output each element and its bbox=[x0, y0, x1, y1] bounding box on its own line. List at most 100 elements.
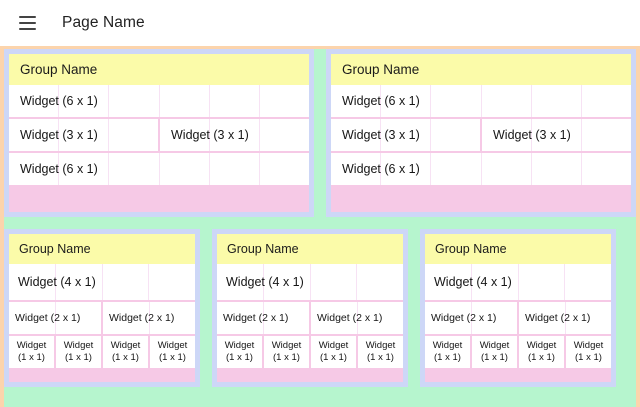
widget-3x1[interactable]: Widget (3 x 1) bbox=[482, 119, 631, 151]
grid-cell bbox=[532, 153, 582, 185]
widget-1x1[interactable]: Widget (1 x 1) bbox=[264, 336, 309, 368]
grid-cell bbox=[519, 264, 566, 300]
grid-cell bbox=[109, 153, 160, 185]
grid-cell bbox=[482, 85, 532, 117]
widget-label: Widget (1 x 1) bbox=[573, 340, 604, 363]
grid-cell bbox=[582, 119, 631, 151]
grid-cell bbox=[357, 264, 403, 300]
widget-label: Widget (4 x 1) bbox=[434, 274, 512, 289]
widget-label: Widget (2 x 1) bbox=[525, 311, 591, 324]
grid-cell bbox=[311, 264, 358, 300]
widget-2x1[interactable]: Widget (2 x 1) bbox=[9, 302, 101, 334]
group-header[interactable]: Group Name bbox=[9, 54, 309, 85]
widget-6x1[interactable]: Widget (6 x 1) bbox=[331, 153, 631, 185]
grid-cell bbox=[160, 85, 210, 117]
app-bar: Page Name bbox=[0, 0, 640, 46]
widget-row: Widget (3 x 1) Widget (3 x 1) bbox=[9, 119, 309, 151]
widget-6x1[interactable]: Widget (6 x 1) bbox=[331, 85, 631, 117]
grid-cell bbox=[210, 153, 260, 185]
widget-label: Widget (1 x 1) bbox=[16, 340, 47, 363]
widget-3x1[interactable]: Widget (3 x 1) bbox=[160, 119, 309, 151]
widget-row: Widget (2 x 1) Widget (2 x 1) bbox=[425, 302, 611, 334]
widget-label: Widget (1 x 1) bbox=[63, 340, 94, 363]
widget-1x1[interactable]: Widget (1 x 1) bbox=[103, 336, 148, 368]
widget-1x1[interactable]: Widget (1 x 1) bbox=[217, 336, 262, 368]
hamburger-menu-icon[interactable] bbox=[14, 10, 40, 36]
widget-label: Widget (1 x 1) bbox=[365, 340, 396, 363]
widget-6x1[interactable]: Widget (6 x 1) bbox=[9, 85, 309, 117]
widget-1x1[interactable]: Widget (1 x 1) bbox=[566, 336, 611, 368]
widget-label: Widget (1 x 1) bbox=[110, 340, 141, 363]
widget-label: Widget (6 x 1) bbox=[342, 161, 420, 176]
hamburger-bar bbox=[18, 16, 36, 18]
widget-4x1[interactable]: Widget (4 x 1) bbox=[217, 264, 403, 300]
widget-row: Widget (4 x 1) bbox=[425, 264, 611, 300]
widget-row: Widget (2 x 1) Widget (2 x 1) bbox=[9, 302, 195, 334]
group-header[interactable]: Group Name bbox=[217, 234, 403, 264]
widget-label: Widget (2 x 1) bbox=[223, 311, 289, 324]
widget-2x1[interactable]: Widget (2 x 1) bbox=[519, 302, 611, 334]
grid-cell bbox=[210, 85, 260, 117]
widget-label: Widget (3 x 1) bbox=[342, 127, 420, 142]
grid-cell bbox=[482, 153, 532, 185]
widget-6x1[interactable]: Widget (6 x 1) bbox=[9, 153, 309, 185]
widget-1x1[interactable]: Widget (1 x 1) bbox=[425, 336, 470, 368]
group-body: Widget (4 x 1)Widget (2 x 1)Widget (2 x … bbox=[217, 264, 403, 382]
grid-cell bbox=[260, 153, 309, 185]
widget-label: Widget (3 x 1) bbox=[493, 127, 571, 142]
widget-1x1[interactable]: Widget (1 x 1) bbox=[150, 336, 195, 368]
widget-row: Widget (4 x 1) bbox=[9, 264, 195, 300]
grid-cell bbox=[109, 119, 158, 151]
widget-2x1[interactable]: Widget (2 x 1) bbox=[425, 302, 517, 334]
widget-label: Widget (6 x 1) bbox=[20, 161, 98, 176]
widget-label: Widget (4 x 1) bbox=[18, 274, 96, 289]
group-header[interactable]: Group Name bbox=[331, 54, 631, 85]
grid-cell bbox=[431, 119, 480, 151]
grid-cell bbox=[260, 119, 309, 151]
widget-label: Widget (1 x 1) bbox=[157, 340, 188, 363]
group-header[interactable]: Group Name bbox=[9, 234, 195, 264]
grid-cell bbox=[149, 264, 195, 300]
widget-3x1[interactable]: Widget (3 x 1) bbox=[9, 119, 158, 151]
widget-3x1[interactable]: Widget (3 x 1) bbox=[331, 119, 480, 151]
widget-2x1[interactable]: Widget (2 x 1) bbox=[311, 302, 403, 334]
widget-1x1[interactable]: Widget (1 x 1) bbox=[311, 336, 356, 368]
grid-cell bbox=[109, 85, 160, 117]
widget-1x1[interactable]: Widget (1 x 1) bbox=[9, 336, 54, 368]
grid-cell bbox=[582, 153, 631, 185]
widget-label: Widget (3 x 1) bbox=[20, 127, 98, 142]
hamburger-bar bbox=[18, 22, 36, 24]
widget-1x1[interactable]: Widget (1 x 1) bbox=[358, 336, 403, 368]
widget-1x1[interactable]: Widget (1 x 1) bbox=[519, 336, 564, 368]
widget-row: Widget (1 x 1) Widget (1 x 1) Widget (1 x … bbox=[425, 336, 611, 368]
widget-1x1[interactable]: Widget (1 x 1) bbox=[472, 336, 517, 368]
widget-2x1[interactable]: Widget (2 x 1) bbox=[103, 302, 195, 334]
widget-row: Widget (1 x 1)Widget (1 x 1)Widget (1 x … bbox=[217, 336, 403, 368]
widget-label: Widget (1 x 1) bbox=[479, 340, 510, 363]
grid-cell bbox=[160, 153, 210, 185]
widget-4x1[interactable]: Widget (4 x 1) bbox=[9, 264, 195, 300]
widget-row: Widget (2 x 1) Widget (2 x 1) bbox=[217, 302, 403, 334]
grid-cell bbox=[260, 85, 309, 117]
widget-1x1[interactable]: Widget (1 x 1) bbox=[56, 336, 101, 368]
group-body: Widget (6 x 1)Widget (3 x 1)Widget (3 x … bbox=[331, 85, 631, 212]
widget-row: Widget (1 x 1) Widget (1 x 1) Widget (1 x … bbox=[9, 336, 195, 368]
widget-row: Widget (6 x 1) bbox=[331, 85, 631, 117]
widget-4x1[interactable]: Widget (4 x 1) bbox=[425, 264, 611, 300]
widget-row: Widget (3 x 1) Widget (3 x 1) bbox=[331, 119, 631, 151]
widget-2x1[interactable]: Widget (2 x 1) bbox=[217, 302, 309, 334]
widget-row: Widget (6 x 1) bbox=[9, 153, 309, 185]
widget-label: Widget (2 x 1) bbox=[109, 311, 175, 324]
group-body: Widget (4 x 1)Widget (2 x 1)Widget (2 x … bbox=[9, 264, 195, 382]
group-header[interactable]: Group Name bbox=[425, 234, 611, 264]
group-body: Widget (6 x 1)Widget (3 x 1)Widget (3 x … bbox=[9, 85, 309, 212]
